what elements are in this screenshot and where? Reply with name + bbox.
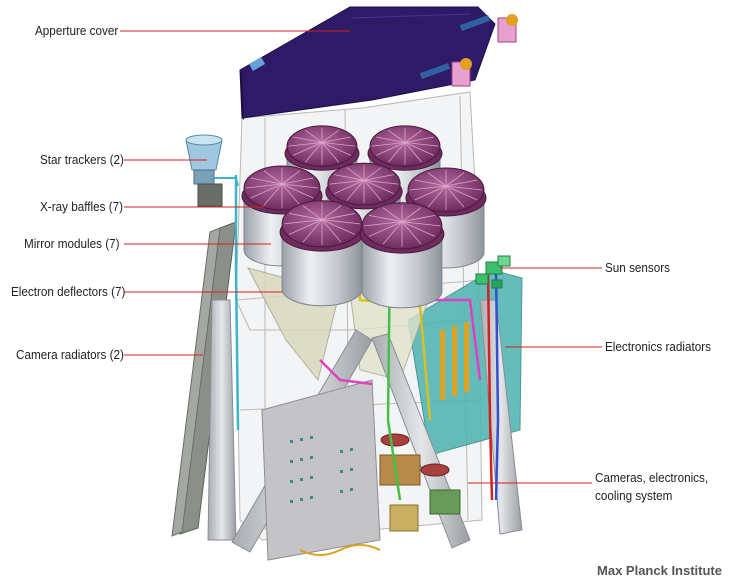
aperture-cover	[239, 6, 496, 120]
label-camera-radiators: Camera radiators (2)	[16, 347, 124, 362]
camera-section	[261, 379, 461, 561]
cover-mechanisms	[248, 14, 518, 87]
leader-lines	[120, 30, 602, 484]
label-cameras-line1: Cameras, electronics,	[595, 470, 709, 485]
credit-text: Max Planck Institute	[597, 563, 722, 578]
label-star-trackers: Star trackers (2)	[40, 152, 124, 167]
mirror-module	[359, 202, 445, 309]
label-xray-baffles: X-ray baffles (7)	[40, 199, 124, 214]
label-electronics-radiators: Electronics radiators	[605, 339, 712, 354]
mirror-module	[279, 200, 365, 307]
label-electron-deflectors: Electron deflectors (7)	[11, 284, 126, 299]
label-aperture-cover: Apperture cover	[35, 23, 119, 38]
label-sun-sensors: Sun sensors	[605, 260, 671, 275]
label-cameras-line2: cooling system	[595, 488, 673, 503]
mirror-modules	[241, 125, 487, 309]
star-tracker	[185, 134, 239, 207]
label-mirror-modules: Mirror modules (7)	[24, 236, 120, 251]
